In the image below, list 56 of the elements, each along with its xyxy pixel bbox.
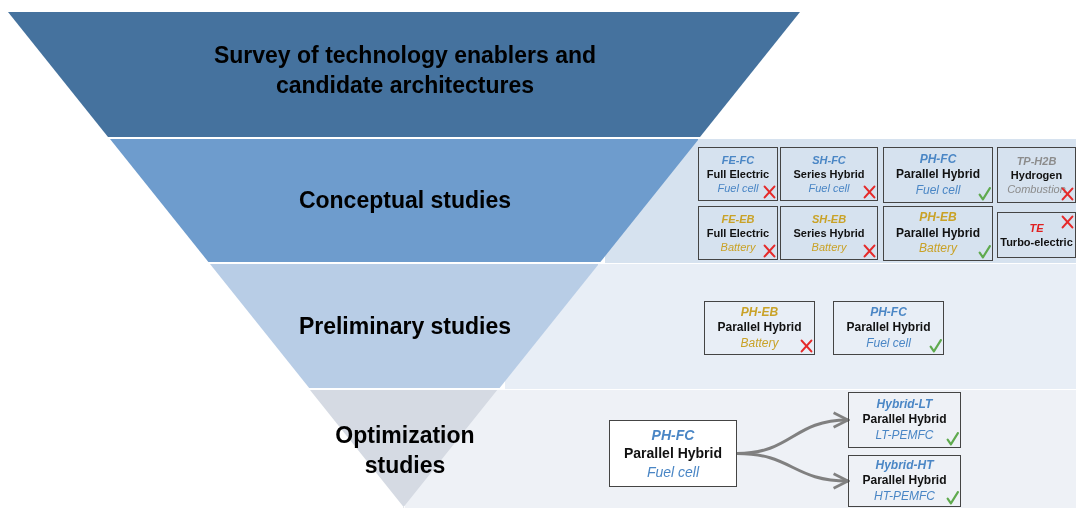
stage-title: Survey of technology enablers and candidate architectures (212, 41, 598, 100)
arrow (736, 452, 850, 489)
architecture-code: Hybrid-LT (876, 396, 933, 413)
energy-source: HT-PEMFC (874, 488, 935, 505)
architecture-box (883, 147, 993, 203)
architecture-name: Parallel Hybrid (895, 167, 980, 183)
architecture-code: FE-EB (721, 211, 755, 226)
energy-source: Fuel cell (717, 181, 759, 196)
architecture-code: TP-H2B (1016, 153, 1057, 168)
architecture-box (780, 206, 878, 260)
architecture-code: SH-FC (812, 152, 846, 167)
architecture-name: Parallel Hybrid (846, 320, 931, 336)
architecture-box (780, 147, 878, 201)
architecture-code: PH-EB (740, 304, 779, 321)
architecture-name: Parallel Hybrid (623, 444, 722, 463)
architecture-code: TE (1029, 220, 1044, 235)
stage-title: Conceptual studies (297, 186, 513, 215)
architecture-box (997, 212, 1076, 258)
energy-source: Fuel cell (646, 462, 700, 481)
architecture-box (609, 420, 737, 487)
architecture-name: Series Hybrid (793, 166, 865, 182)
architecture-code: SH-EB (811, 211, 847, 226)
energy-source: LT-PEMFC (875, 427, 934, 444)
architecture-box (997, 147, 1076, 203)
stage-title: Preliminary studies (297, 312, 513, 341)
energy-source: Battery (919, 241, 957, 257)
architecture-box (848, 392, 961, 448)
architecture-name: Series Hybrid (793, 225, 865, 241)
energy-source: Combustion (1007, 182, 1066, 197)
architecture-code: FE-FC (721, 152, 755, 167)
architecture-code: PH-FC (919, 151, 957, 168)
architecture-name: Turbo-electric (1000, 235, 1073, 250)
energy-source: Battery (740, 335, 779, 352)
architecture-name: Parallel Hybrid (895, 225, 980, 242)
architecture-name: Full Electric (706, 166, 770, 182)
architecture-box (833, 301, 944, 355)
architecture-code: PH-FC (870, 304, 907, 321)
architecture-box (704, 301, 815, 355)
energy-source: Fuel cell (915, 182, 961, 199)
stage-title: Optimization studies (334, 421, 476, 480)
architecture-name: Parallel Hybrid (717, 320, 802, 336)
architecture-box (698, 206, 778, 260)
architecture-code: PH-FC (651, 426, 695, 445)
energy-source: Battery (720, 240, 756, 255)
architecture-code: PH-EB (919, 210, 957, 226)
architecture-name: Full Electric (706, 225, 770, 241)
architecture-box (883, 206, 993, 261)
architecture-box (698, 147, 778, 201)
architecture-name: Parallel Hybrid (862, 473, 947, 489)
energy-source: Battery (811, 240, 847, 255)
architecture-name: Parallel Hybrid (862, 412, 947, 428)
architecture-name: Hydrogen (1010, 167, 1063, 183)
architecture-code: Hybrid-HT (875, 457, 934, 474)
energy-source: Fuel cell (866, 335, 911, 352)
energy-source: Fuel cell (808, 181, 850, 196)
architecture-box (848, 455, 961, 507)
